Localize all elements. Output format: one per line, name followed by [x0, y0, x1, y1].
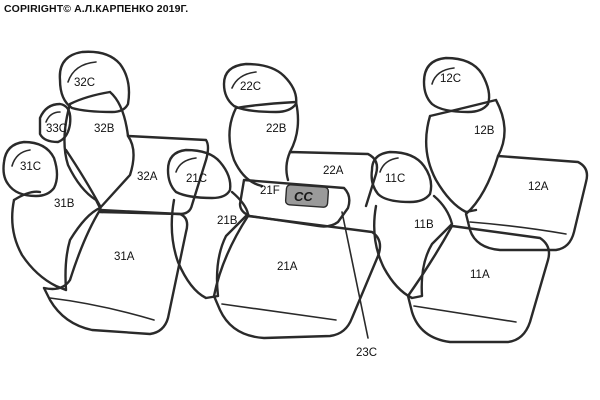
headrest-22C — [222, 62, 298, 114]
emblem-23C: CC — [294, 189, 313, 204]
cushion-12A — [464, 154, 589, 252]
front-seat-group — [370, 56, 589, 344]
label-21B: 21B — [217, 215, 238, 227]
label-32B: 32B — [94, 123, 115, 135]
headrest-21C — [166, 148, 232, 200]
label-31B: 31B — [54, 198, 75, 210]
rear-seat-group — [2, 50, 210, 336]
label-12C: 12C — [440, 73, 461, 85]
label-21F: 21F — [260, 185, 280, 197]
label-22B: 22B — [266, 123, 287, 135]
label-33C: 33C — [46, 123, 67, 135]
label-11B: 11B — [414, 219, 434, 231]
backrest-21B — [170, 190, 250, 300]
cushion-21A — [212, 214, 382, 340]
leader-line-23C — [341, 211, 369, 339]
headrest-33C — [38, 102, 72, 144]
label-31A: 31A — [114, 251, 135, 263]
headrest-32C — [58, 50, 131, 114]
label-32A: 32A — [137, 171, 158, 183]
emblem-23C-box — [284, 184, 330, 208]
label-11C: 11C — [385, 173, 405, 185]
label-31C: 31C — [20, 161, 41, 173]
headrest-11C — [370, 150, 433, 204]
label-11A: 11A — [470, 269, 490, 281]
label-22C: 22C — [240, 81, 261, 93]
copyright-notice: COPIRIGHT© А.Л.КАРПЕНКО 2019Г. — [4, 3, 189, 15]
cushion-11A — [406, 224, 551, 344]
backrest-32A — [98, 134, 210, 216]
headrest-31C — [2, 140, 59, 198]
label-21C: 21C — [186, 173, 207, 185]
cushion-31A — [42, 208, 189, 336]
label-23C: 23C — [356, 347, 377, 359]
label-12A: 12A — [528, 181, 549, 193]
label-21A: 21A — [277, 261, 298, 273]
backrest-32B — [63, 90, 130, 214]
label-22A: 22A — [323, 165, 344, 177]
headrest-12C — [422, 56, 491, 114]
label-32C: 32C — [74, 77, 95, 89]
label-12B: 12B — [474, 125, 495, 137]
backrest-11B — [373, 194, 454, 300]
backrest-22A — [285, 150, 379, 208]
backrest-12B — [425, 98, 506, 214]
middle-seat-group: CC — [166, 62, 382, 340]
